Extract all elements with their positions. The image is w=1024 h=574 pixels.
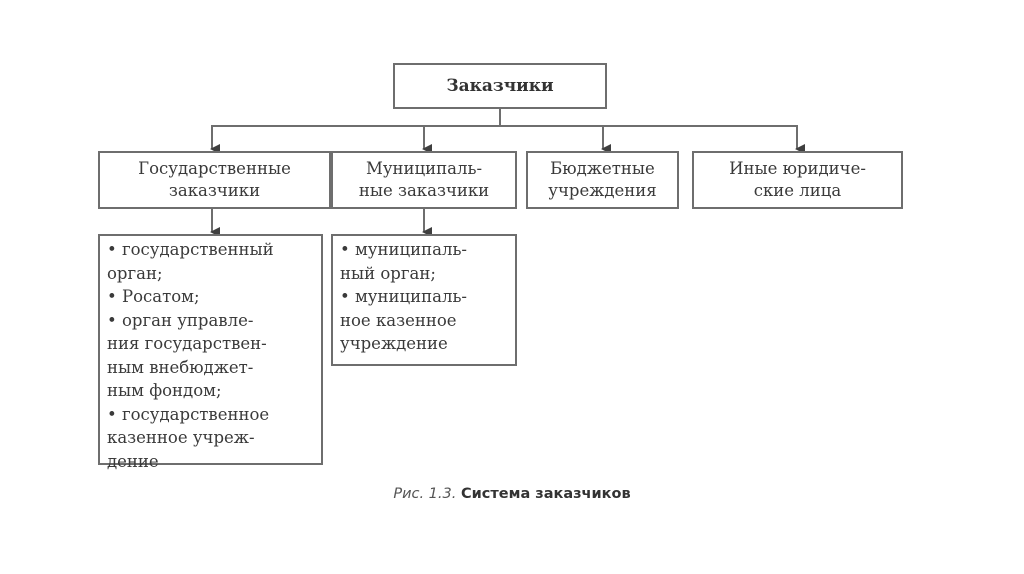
node-municipal-customers: Муниципаль- ные заказчики bbox=[331, 151, 517, 209]
municipal-customers-list: • муниципаль- ный орган; • муниципаль- н… bbox=[331, 234, 517, 366]
root-node-customers: Заказчики bbox=[393, 63, 607, 109]
list-line: дение bbox=[107, 451, 159, 471]
list-line: • орган управле- bbox=[107, 310, 254, 330]
node-label-line: ские лица bbox=[753, 181, 842, 200]
node-label-line: Бюджетные bbox=[550, 159, 655, 178]
node-label-line: Иные юридиче- bbox=[729, 159, 866, 178]
state-customers-list: • государственный орган; • Росатом; • ор… bbox=[98, 234, 323, 471]
list-line: ния государствен- bbox=[107, 334, 267, 353]
list-line: ным фондом; bbox=[107, 381, 222, 400]
list-line: ный орган; bbox=[340, 263, 436, 283]
list-line: ное казенное bbox=[340, 310, 457, 330]
list-line: ным внебюджет- bbox=[107, 357, 254, 377]
list-line: • муниципаль- bbox=[340, 240, 467, 259]
list-line: • Росатом; bbox=[107, 287, 200, 306]
figure-caption: Рис. 1.3. Система заказчиков bbox=[0, 486, 1024, 502]
list-line: • муниципаль- bbox=[340, 287, 467, 306]
list-line: • государственный bbox=[107, 240, 274, 259]
figure-title: Система заказчиков bbox=[460, 486, 631, 502]
node-label-line: Государственные bbox=[138, 159, 291, 178]
list-line: орган; bbox=[107, 263, 163, 283]
node-label-line: заказчики bbox=[168, 181, 261, 200]
node-label-line: Муниципаль- bbox=[365, 159, 483, 178]
list-line: • государственное bbox=[107, 404, 270, 424]
node-label-line: ные заказчики bbox=[358, 181, 490, 200]
list-line: казенное учреж- bbox=[107, 428, 255, 447]
list-line: учреждение bbox=[340, 334, 448, 353]
root-node-label: Заказчики bbox=[446, 76, 554, 96]
node-state-customers: Государственные заказчики bbox=[98, 151, 331, 209]
node-other-legal-entities: Иные юридиче- ские лица bbox=[692, 151, 903, 209]
node-label-line: учреждения bbox=[548, 181, 657, 200]
figure-number: Рис. 1.3. bbox=[393, 486, 457, 502]
node-budget-institutions: Бюджетные учреждения bbox=[526, 151, 679, 209]
